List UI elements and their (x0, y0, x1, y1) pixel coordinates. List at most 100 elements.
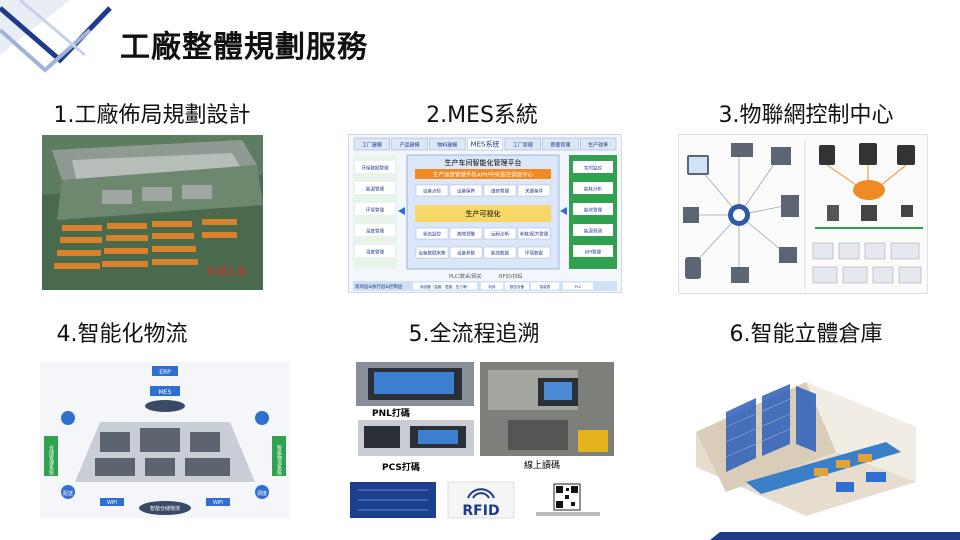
traceability-collage: PNL打碼 PCS打碼 線上讀碼 RFID (348, 360, 618, 520)
mes-tab-label: 工厂管理 (513, 142, 533, 149)
mes-cell-label: 故障预警 (457, 231, 475, 238)
mes-tab (580, 137, 617, 151)
iot-diagram (678, 134, 928, 294)
section-title-traceability: 5.全流程追溯 (408, 322, 540, 347)
section-title-warehouse: 6.智能立體倉庫 (729, 322, 883, 347)
mes-center-title: 生产车间智能化管理平台 (445, 158, 522, 167)
logistics-node-2: 调度 (257, 490, 267, 497)
mes-note-2: RFID/扫码 (499, 273, 522, 280)
mes-cell-label: 远程诊断 (491, 231, 509, 238)
factory-layout-image: 料箱立库 (42, 135, 263, 290)
section-title-logistics: 4.智能化物流 (56, 322, 188, 347)
mes-left-label: 能源管理 (366, 186, 384, 193)
mes-cell-label: 设备参数 (457, 250, 475, 257)
mes-cell (517, 246, 551, 259)
mes-cell-label: 设备保养 (457, 188, 475, 195)
mes-cell-label: 状态监控 (423, 231, 441, 238)
mes-cell (483, 227, 517, 240)
mes-bottom-item (481, 282, 503, 290)
mes-left-item (355, 224, 395, 236)
mes-bottom-item (531, 282, 559, 290)
mes-tab (466, 137, 504, 151)
mes-left-label: 湿度管理 (366, 249, 384, 256)
mes-left-label: 环境管理 (366, 207, 384, 214)
mes-cell-label: 维修管理 (491, 188, 509, 195)
mes-bottom-item (505, 282, 529, 290)
mes-tab-label: 工厂建模 (362, 142, 382, 149)
mes-bottom-item (563, 282, 593, 290)
mes-right-label: 能源预测 (584, 228, 602, 235)
mes-tab (542, 137, 579, 151)
mes-cell-label: 环境数据 (525, 250, 543, 257)
mes-left-item (355, 203, 395, 215)
mes-right-item (573, 161, 613, 173)
mes-right-item (573, 224, 613, 236)
logistics-right-box: 智能物流系统 (276, 444, 282, 476)
mes-tab-label: MES系统 (471, 140, 500, 149)
mes-right-label: 能耗分析 (584, 186, 602, 193)
mes-right-label: 能效管理 (584, 207, 602, 214)
bottom-accent-bar (710, 532, 960, 540)
mes-cell (517, 227, 551, 240)
mes-cell (415, 246, 449, 259)
trace-label-pcs: PCS打碼 (382, 461, 420, 473)
mes-right-label: 实时监控 (584, 165, 602, 172)
mes-left-label: 温度管理 (366, 228, 384, 235)
mes-right-item (573, 182, 613, 194)
mes-cell (449, 184, 483, 197)
warehouse-image (686, 372, 926, 518)
mes-left-item (355, 182, 395, 194)
mes-left-item (355, 161, 395, 173)
mes-tab (353, 137, 390, 151)
mes-bottom-label: 数控设备 (510, 284, 525, 289)
mes-center-mid: 生产可视化 (466, 209, 501, 218)
mes-bottom-left: 现场层&执行层&控制层 (355, 283, 403, 290)
logistics-wifi-left: WiFi (107, 500, 117, 506)
section-title-layout: 1.工廠佈局規劃設計 (53, 103, 251, 128)
logistics-node-1: 配送 (63, 490, 73, 497)
logistics-top2: MES (159, 389, 172, 396)
mes-right-item (573, 245, 613, 257)
mes-note-1: PLC/数采/网关 (449, 273, 482, 280)
mes-cell-label: 参数/配方管理 (520, 231, 549, 238)
trace-label-pnl: PNL打碼 (372, 407, 410, 419)
mes-bottom-label: 机床 (488, 284, 496, 289)
corner-decoration (0, 0, 112, 73)
mes-right-item (573, 203, 613, 215)
logistics-wifi-right: WiFi (213, 500, 223, 506)
section-title-mes: 2.MES系統 (426, 103, 538, 128)
mes-tab-label: 质量管理 (550, 142, 570, 149)
mes-cell-label: 设备数据采集 (419, 250, 446, 257)
mes-tab-label: 生产效率 (588, 142, 608, 149)
mes-cell (415, 227, 449, 240)
section-title-iot: 3.物聯網控制中心 (718, 103, 894, 128)
mes-tab (504, 137, 541, 151)
mes-tab (391, 137, 428, 151)
logistics-top: ERP (159, 369, 171, 376)
mes-cell (449, 246, 483, 259)
mes-tab-label: 产品建模 (400, 142, 420, 149)
logistics-bottom: 智能仓储物流 (150, 505, 180, 512)
mes-cell (517, 184, 551, 197)
mes-right-label: KPI管理 (585, 249, 601, 256)
mes-cell-label: 关键备件 (525, 188, 543, 195)
mes-cell-label: 设备点检 (423, 188, 441, 195)
trace-label-online: 線上讀碼 (524, 459, 560, 471)
mes-bottom-label: 传感器（温度、湿度、压力等） (420, 284, 470, 289)
mes-left-label: 环保数据管理 (362, 165, 389, 172)
mes-cell (449, 227, 483, 240)
trace-label-rfid: RFID (462, 503, 499, 519)
mes-cell (483, 184, 517, 197)
logistics-left-box: 仓储管理系统 (48, 444, 54, 476)
mes-left-item (355, 245, 395, 257)
layout-area-label: 料箱立库 (207, 265, 247, 278)
mes-cell-label: 能效数据 (491, 250, 509, 257)
mes-center-sub: 生产运营管理手机APP/中央监控调度中心 (433, 171, 534, 179)
mes-bottom-label: 智能表 (540, 284, 551, 289)
mes-tab (429, 137, 466, 151)
logistics-diagram: ERP MES 仓储管理系统 智能物流系统 配送 调度 WiFi WiFi 智能… (40, 362, 290, 518)
slide-title: 工廠整體規劃服務 (120, 30, 368, 65)
mes-bottom-label: PLC (575, 285, 582, 289)
mes-cell (415, 184, 449, 197)
